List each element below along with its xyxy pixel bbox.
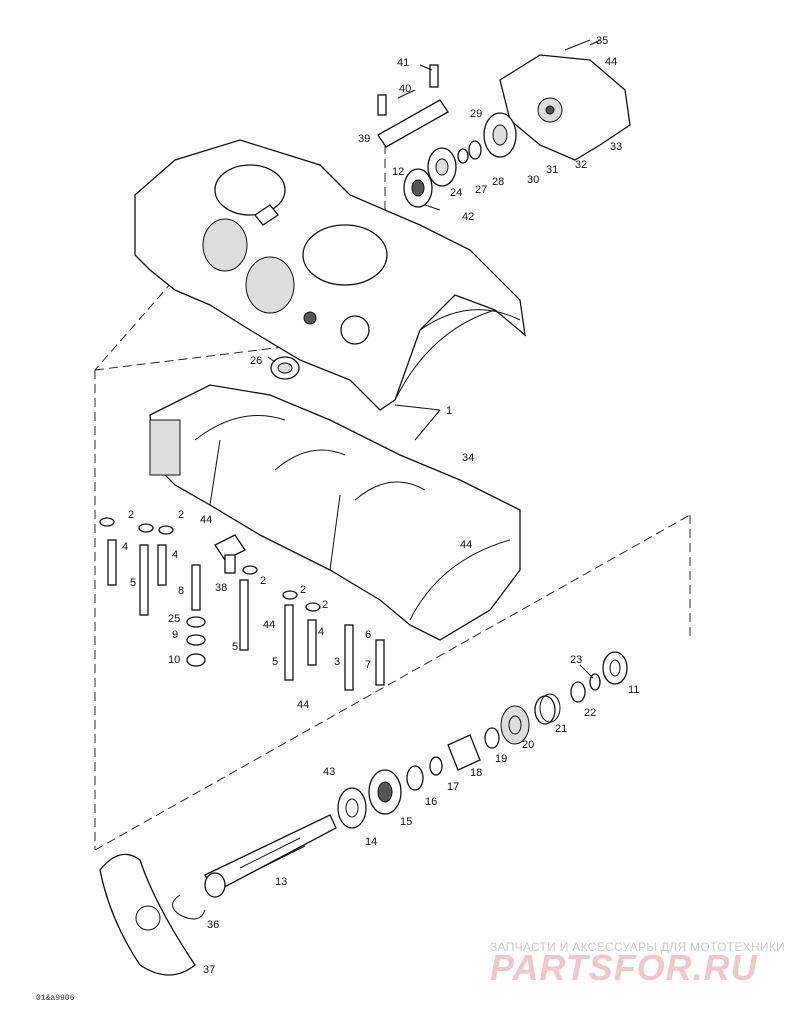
label-29: 29 [470, 108, 482, 120]
part-labels: 1 2 3 4 5 6 7 8 9 10 11 12 13 14 15 16 1… [122, 35, 639, 976]
label-41: 41 [397, 57, 409, 69]
label-15: 15 [400, 816, 412, 828]
label-37: 37 [203, 964, 215, 976]
label-30: 30 [527, 174, 539, 186]
label-12: 12 [392, 166, 404, 178]
plate-37 [99, 853, 196, 976]
label-19: 19 [495, 753, 507, 765]
label-11: 11 [628, 684, 639, 696]
label-21: 21 [555, 723, 567, 735]
watermark-tagline: ЗАПЧАСТИ И АКСЕССУАРЫ ДЛЯ МОТОТЕХНИКИ [490, 940, 785, 954]
ring-27 [457, 148, 469, 164]
label-42: 42 [462, 211, 474, 223]
label-6: 6 [365, 629, 371, 641]
label-2d: 2 [300, 584, 306, 596]
label-5a: 5 [130, 577, 136, 589]
label-8: 8 [178, 585, 184, 597]
label-43: 43 [323, 766, 335, 778]
label-40: 40 [399, 83, 411, 95]
label-28: 28 [492, 176, 504, 188]
label-31: 31 [546, 164, 558, 176]
label-23: 23 [570, 654, 582, 666]
label-7: 7 [365, 659, 371, 671]
label-32: 32 [575, 159, 587, 171]
bearing-29 [483, 112, 517, 158]
label-2b: 2 [178, 509, 184, 521]
label-39: 39 [358, 133, 370, 145]
label-17: 17 [447, 781, 459, 793]
label-44c: 44 [200, 514, 212, 526]
label-3: 3 [334, 656, 340, 668]
washer-22 [570, 681, 586, 703]
bearing-12 [403, 168, 433, 208]
drawing-code: 01&a9906 [36, 994, 75, 1003]
label-25: 25 [168, 613, 180, 625]
label-14: 14 [365, 836, 377, 848]
label-5c: 5 [272, 656, 278, 668]
label-33: 33 [610, 141, 622, 153]
bearing-24 [427, 147, 457, 187]
label-35: 35 [596, 35, 608, 47]
label-13: 13 [275, 876, 287, 888]
label-34: 34 [462, 452, 474, 464]
bearing-15 [368, 769, 402, 815]
label-2e: 2 [322, 599, 328, 611]
upper-crankcase [134, 139, 526, 411]
spring-21 [534, 693, 561, 725]
label-36: 36 [207, 919, 219, 931]
watermark-brand: PARTSFOR.RU [490, 947, 758, 988]
label-44e: 44 [297, 699, 309, 711]
label-9: 9 [172, 629, 178, 641]
label-24: 24 [450, 187, 462, 199]
label-18: 18 [470, 767, 482, 779]
leader-lines [267, 39, 601, 679]
label-10: 10 [168, 654, 180, 666]
elbow-fitting-38 [214, 534, 246, 574]
washer-14 [337, 787, 367, 829]
label-22: 22 [584, 707, 596, 719]
label-4b: 4 [172, 549, 178, 561]
label-4a: 4 [122, 541, 128, 553]
ring-17 [429, 756, 443, 776]
label-5b: 5 [232, 641, 238, 653]
label-20: 20 [522, 739, 534, 751]
ring-16 [406, 765, 424, 791]
label-38: 38 [215, 582, 227, 594]
sleeve-18 [447, 734, 481, 771]
label-16: 16 [425, 796, 437, 808]
shaft-13 [204, 814, 337, 898]
cover-33 [499, 39, 631, 161]
label-44a: 44 [605, 56, 617, 68]
ring-19 [484, 727, 500, 749]
seal-11 [602, 651, 628, 685]
lower-crankcase [149, 384, 521, 641]
circlip-36 [172, 894, 206, 920]
gear-20 [500, 705, 530, 745]
seal-26 [270, 356, 300, 380]
label-1: 1 [446, 405, 452, 417]
label-27: 27 [475, 184, 487, 196]
bolt-group [99, 517, 385, 691]
washer-28 [468, 140, 482, 160]
label-44d: 44 [263, 619, 275, 631]
label-44b: 44 [460, 539, 472, 551]
bracket-39 [377, 64, 449, 148]
label-2c: 2 [260, 575, 266, 587]
label-26: 26 [250, 355, 262, 367]
label-2a: 2 [128, 509, 134, 521]
label-4c: 4 [318, 626, 324, 638]
